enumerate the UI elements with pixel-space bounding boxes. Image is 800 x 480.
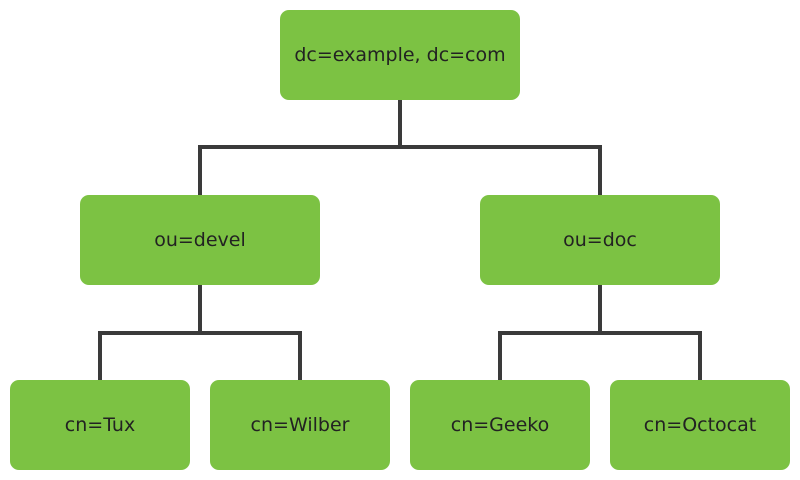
node-cn-geeko[interactable]: cn=Geeko — [410, 380, 590, 470]
connector-devel — [98, 283, 302, 382]
node-label: cn=Tux — [64, 414, 136, 436]
node-label: ou=doc — [563, 229, 637, 251]
node-ou-doc[interactable]: ou=doc — [480, 195, 720, 285]
node-ou-devel[interactable]: ou=devel — [80, 195, 320, 285]
node-label: cn=Octocat — [643, 414, 757, 436]
node-cn-octocat[interactable]: cn=Octocat — [610, 380, 790, 470]
connector-doc — [498, 283, 702, 382]
node-label: dc=example, dc=com — [294, 44, 506, 66]
node-label: cn=Geeko — [450, 414, 550, 436]
node-cn-wilber[interactable]: cn=Wilber — [210, 380, 390, 470]
node-root-dc[interactable]: dc=example, dc=com — [280, 10, 520, 100]
node-label: cn=Wilber — [250, 414, 350, 436]
connector-root — [198, 98, 602, 197]
node-cn-tux[interactable]: cn=Tux — [10, 380, 190, 470]
node-label: ou=devel — [154, 229, 246, 251]
